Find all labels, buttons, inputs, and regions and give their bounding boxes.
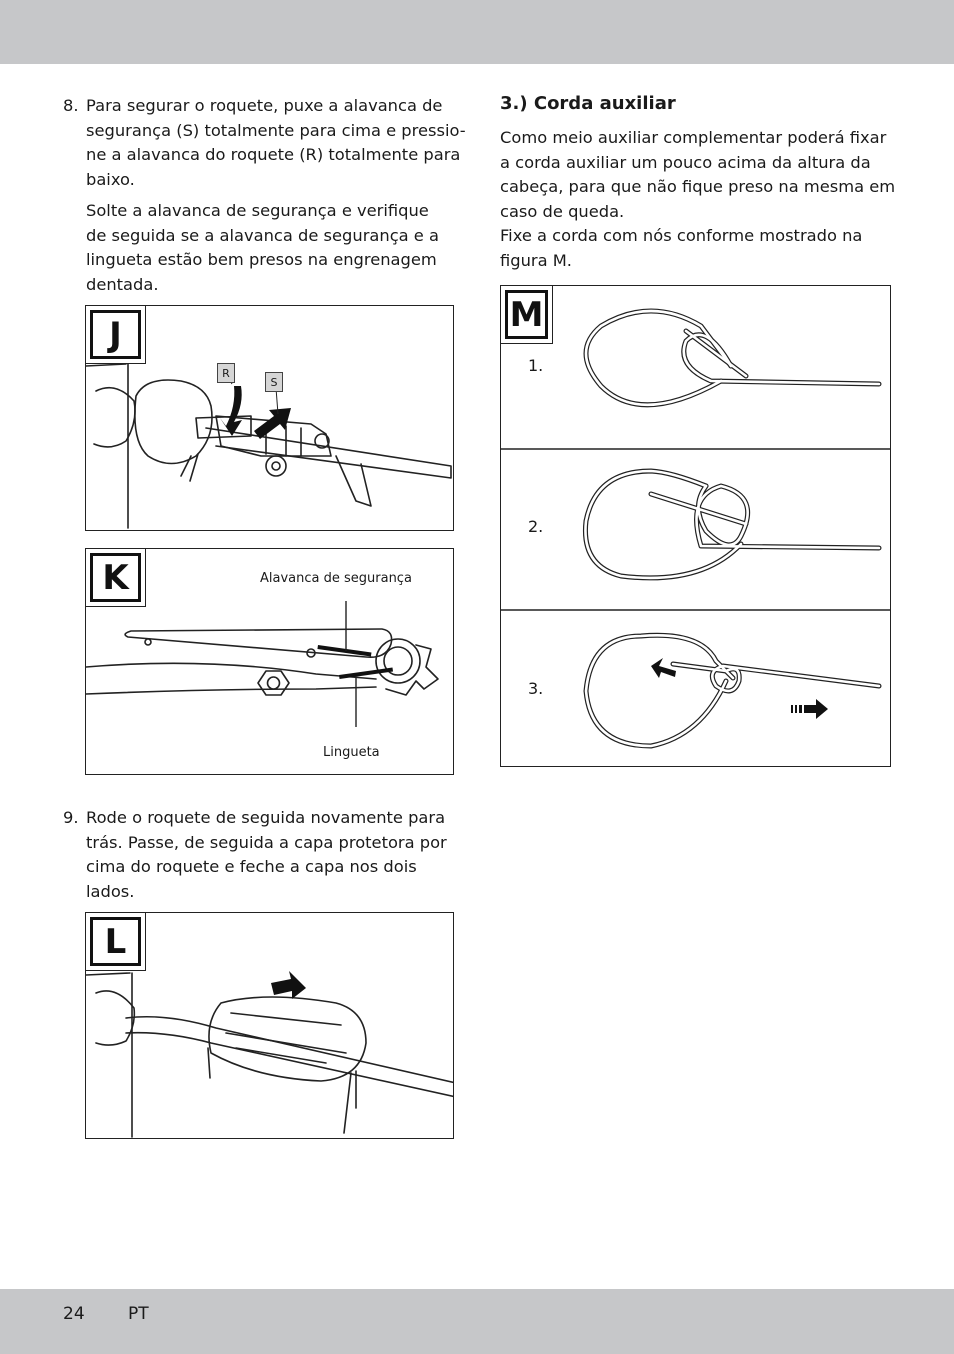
text-line: Para segurar o roquete, puxe a alavanca … — [86, 96, 443, 115]
figure-l-tag: L — [86, 913, 146, 971]
text-line: figura M. — [500, 250, 572, 270]
text-line: Como meio auxiliar complementar poderá f… — [500, 128, 887, 147]
header-band — [0, 0, 954, 64]
text-line: dentada. — [86, 274, 159, 294]
text-line: ne a alavanca do roquete (R) totalmente … — [86, 145, 461, 165]
label-s: S — [265, 372, 283, 392]
figure-j: J R S — [85, 305, 454, 531]
knot-step-1-label: 1. — [528, 356, 544, 375]
text-line: cabeça, para que não fique preso na mesm… — [500, 177, 896, 197]
section-text: Como meio auxiliar complementar poderá f… — [500, 126, 895, 274]
text-line: baixo. — [86, 169, 135, 189]
text-line: trás. Passe, de seguida a capa protetora… — [86, 832, 447, 852]
figure-k: K Alavanca de segurança Lingueta — [85, 548, 454, 775]
figure-j-tag: J — [86, 306, 146, 364]
ratchet-cover-illustration — [86, 971, 453, 1138]
section-heading: 3.) Corda auxiliar — [500, 93, 676, 114]
knot-steps-illustration — [501, 308, 890, 749]
figure-k-tag: K — [86, 549, 146, 607]
text-line: de seguida se a alavanca de segurança e … — [86, 225, 439, 245]
figure-j-letter: J — [90, 310, 141, 359]
label-alavanca-seguranca: Alavanca de segurança — [260, 571, 412, 586]
label-lingueta: Lingueta — [323, 745, 380, 760]
text-line: a corda auxiliar um pouco acima da altur… — [500, 152, 871, 172]
text-line: Solte a alavanca de segurança e verifiqu… — [86, 201, 429, 220]
figure-m-letter: M — [505, 290, 548, 339]
text-line: segurança (S) totalmente para cima e pre… — [86, 120, 466, 140]
figure-k-letter: K — [90, 553, 141, 602]
knot-step-2-label: 2. — [528, 517, 544, 536]
step-8-text: Para segurar o roquete, puxe a alavanca … — [86, 94, 466, 192]
figure-m-tag: M — [501, 286, 553, 344]
step-8-number: 8. — [63, 96, 79, 115]
footer-band — [0, 1289, 954, 1354]
figure-m: M 1. 2. 3. — [500, 285, 891, 767]
ratchet-hand-illustration — [86, 363, 452, 529]
label-r: R — [217, 363, 235, 383]
language-code: PT — [128, 1304, 149, 1324]
text-line: Fixe a corda com nós conforme mostrado n… — [500, 226, 863, 246]
text-line: lados. — [86, 881, 135, 901]
text-line: Rode o roquete de seguida novamente para — [86, 808, 446, 827]
step-9-text: Rode o roquete de seguida novamente para… — [86, 806, 447, 904]
page-number: 24 — [63, 1304, 85, 1324]
ratchet-detail-illustration — [86, 601, 439, 727]
text-line: cima do roquete e feche a capa nos dois — [86, 857, 417, 877]
step-9-number: 9. — [63, 808, 79, 827]
step-8-text-2: Solte a alavanca de segurança e verifiqu… — [86, 199, 439, 297]
figure-l: L — [85, 912, 454, 1139]
knot-step-3-label: 3. — [528, 679, 544, 698]
figure-l-letter: L — [90, 917, 141, 966]
text-line: lingueta estão bem presos na engrenagem — [86, 250, 437, 270]
text-line: caso de queda. — [500, 201, 625, 221]
